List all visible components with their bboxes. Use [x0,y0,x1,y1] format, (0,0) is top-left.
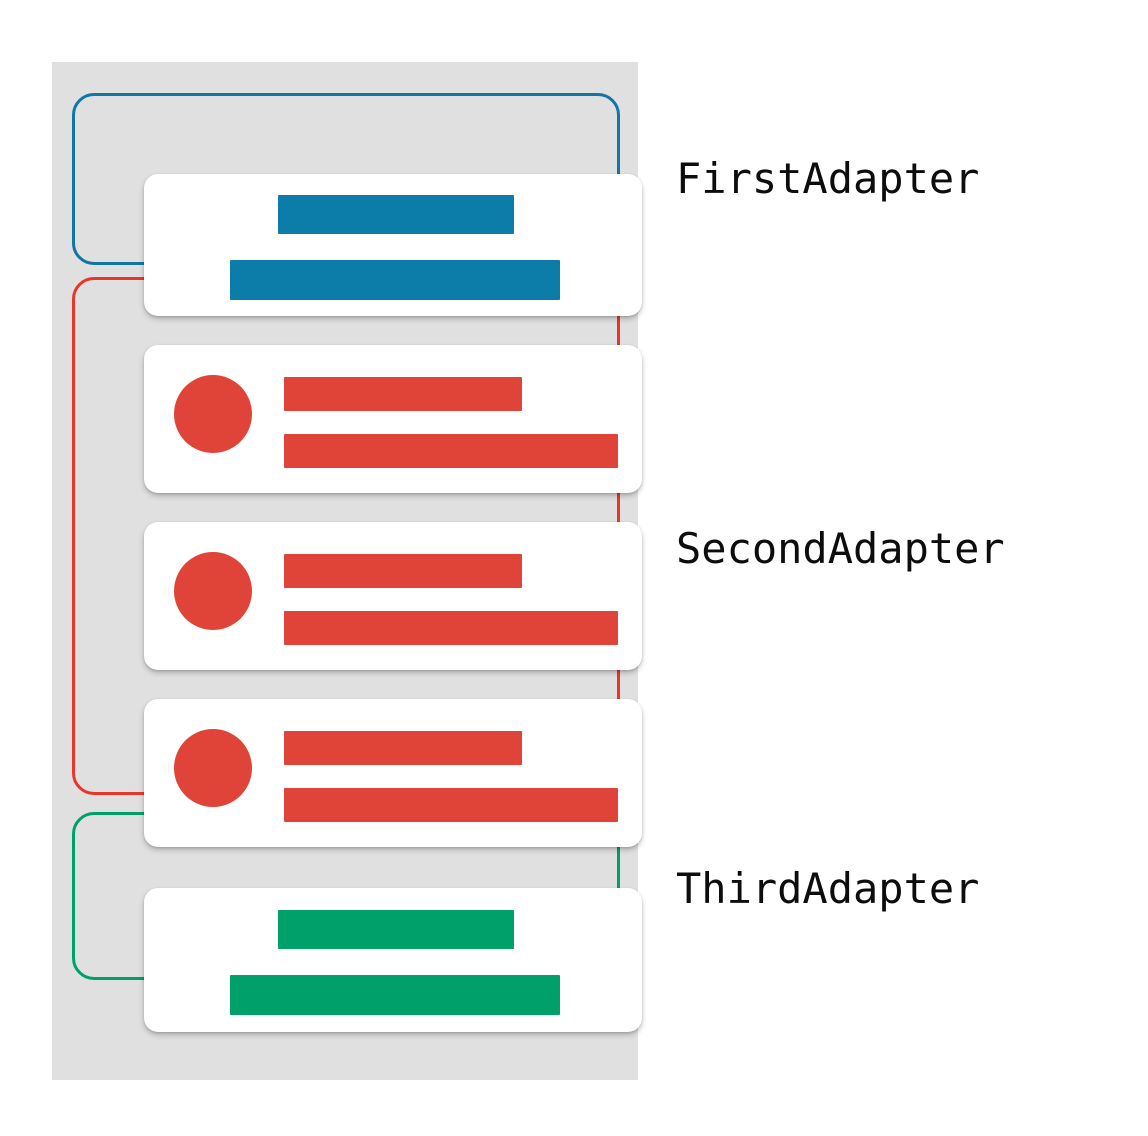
recycler-view-container [52,62,642,1080]
list-item-green-1[interactable] [144,888,642,1032]
avatar-icon [174,375,252,453]
placeholder-bar-secondary [230,260,560,300]
placeholder-bar-primary [284,377,522,411]
avatar-icon [174,729,252,807]
list-item-red-1[interactable] [144,345,642,493]
adapter-label-second: SecondAdapter [676,524,1005,573]
placeholder-bar-primary [284,554,522,588]
adapter-label-third: ThirdAdapter [676,864,980,913]
list-item-red-3[interactable] [144,699,642,847]
list-item-blue-1[interactable] [144,174,642,316]
avatar-icon [174,552,252,630]
placeholder-bar-secondary [284,611,618,645]
list-item-red-2[interactable] [144,522,642,670]
placeholder-bar-primary [284,731,522,765]
placeholder-bar-primary [278,195,514,234]
adapter-label-first: FirstAdapter [676,154,980,203]
placeholder-bar-secondary [284,788,618,822]
placeholder-bar-primary [278,910,514,949]
placeholder-bar-secondary [230,975,560,1015]
placeholder-bar-secondary [284,434,618,468]
